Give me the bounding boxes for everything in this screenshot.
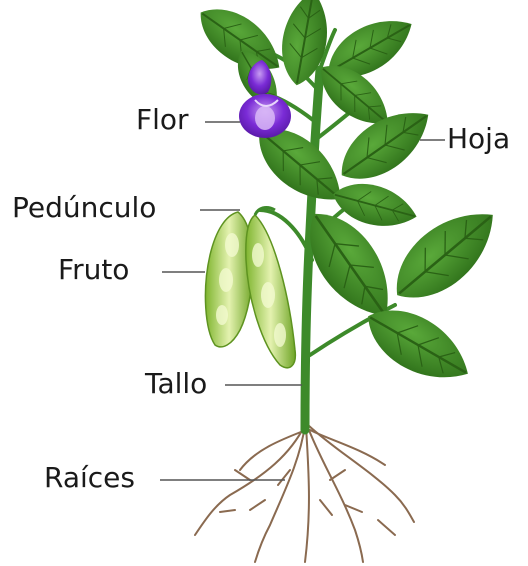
label-peduncle: Pedúnculo xyxy=(12,194,156,222)
pods xyxy=(205,208,295,368)
leaves xyxy=(188,0,511,396)
label-flor: Flor xyxy=(136,106,189,134)
roots xyxy=(195,425,414,562)
label-hoja: Hoja xyxy=(447,125,510,153)
label-fruto: Fruto xyxy=(58,256,129,284)
label-raices: Raíces xyxy=(44,464,135,492)
label-tallo: Tallo xyxy=(145,370,207,398)
